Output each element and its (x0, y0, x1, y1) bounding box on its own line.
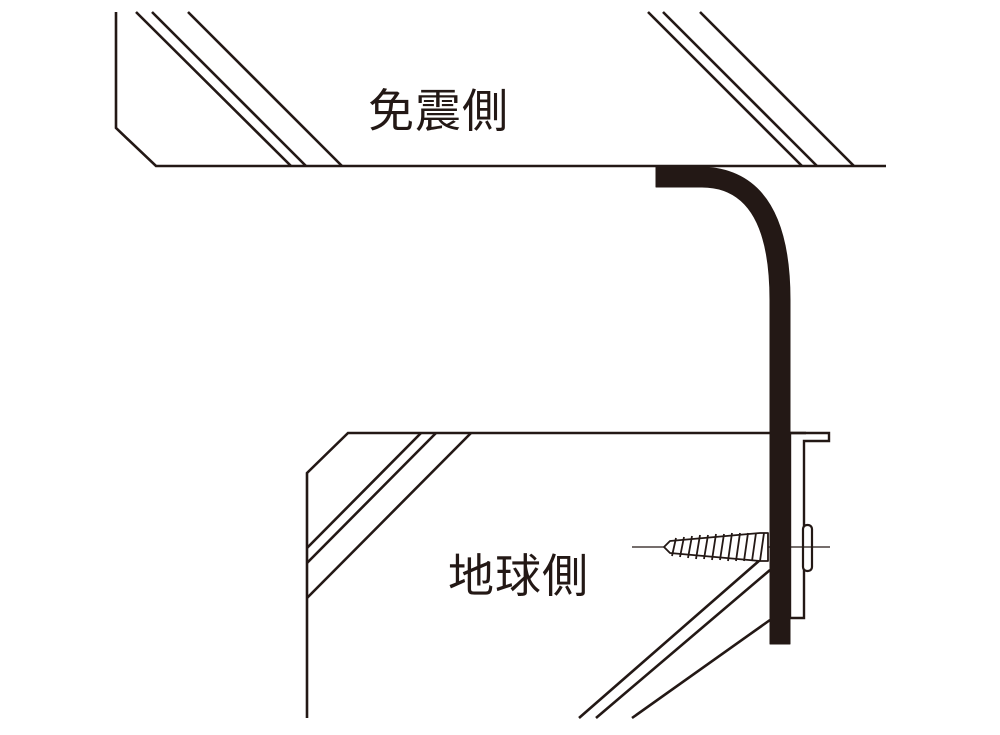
bolt-nut-body (801, 523, 814, 573)
anchor-screw-shank (663, 532, 769, 562)
isolated-structure-hatching (135, 11, 855, 167)
flexible-cover-plate (655, 166, 791, 645)
anchor-screw-thread (671, 532, 765, 562)
flexible-cover-plate-shape (655, 166, 791, 645)
anchor-screw (663, 532, 769, 562)
ground-structure-outline (305, 431, 806, 718)
ground-side-label: 地球側 (448, 549, 589, 603)
isolated-side-label: 免震側 (368, 84, 509, 138)
ground-structure (305, 431, 806, 720)
ground-structure-hatching (306, 432, 771, 720)
bolt-nut (801, 523, 814, 573)
isolated-structure (114, 11, 886, 168)
isolated-structure-outline (114, 12, 886, 168)
